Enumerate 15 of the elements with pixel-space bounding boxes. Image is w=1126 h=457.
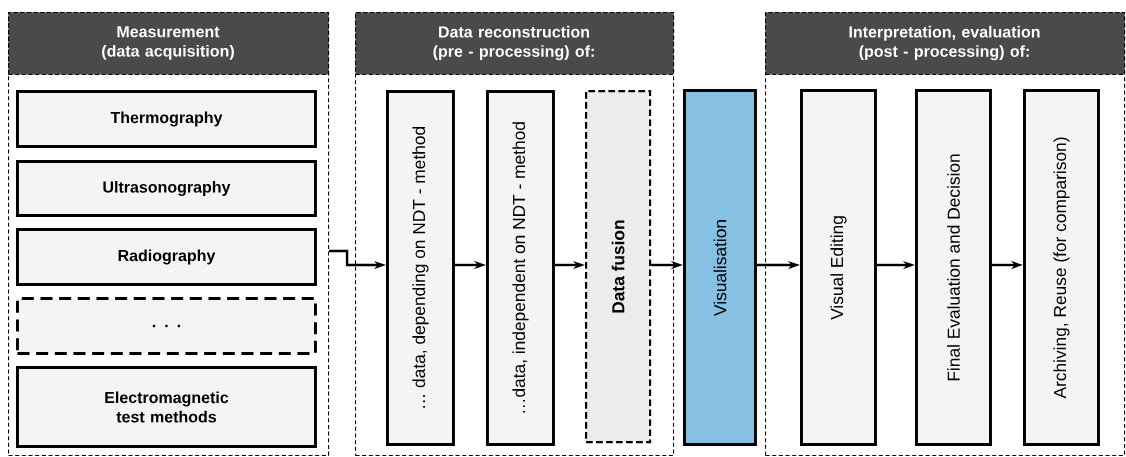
process-box: . . . — [16, 297, 317, 355]
process-box: Data fusion — [585, 90, 652, 444]
process-box: …data, independent on NDT - method — [486, 90, 555, 446]
panel-header: Data reconstruction (pre - processing) of: — [355, 12, 675, 76]
process-box: Ultrasonography — [16, 160, 317, 217]
process-box: Electromagnetic test methods — [16, 366, 317, 448]
process-box: Visualisation — [683, 89, 757, 446]
process-box: Thermography — [16, 90, 317, 148]
process-box: Archiving, Reuse (for comparison) — [1023, 89, 1100, 446]
process-box: Radiography — [16, 228, 317, 286]
process-box: Visual Editing — [800, 89, 877, 446]
process-box: … data, depending on NDT - method — [386, 90, 455, 446]
process-box: Final Evaluation and Decision — [915, 89, 992, 446]
panel-header: Measurement (data acquisition) — [8, 12, 330, 76]
panel-header: Interpretation, evaluation (post - processing) of: — [765, 12, 1126, 76]
